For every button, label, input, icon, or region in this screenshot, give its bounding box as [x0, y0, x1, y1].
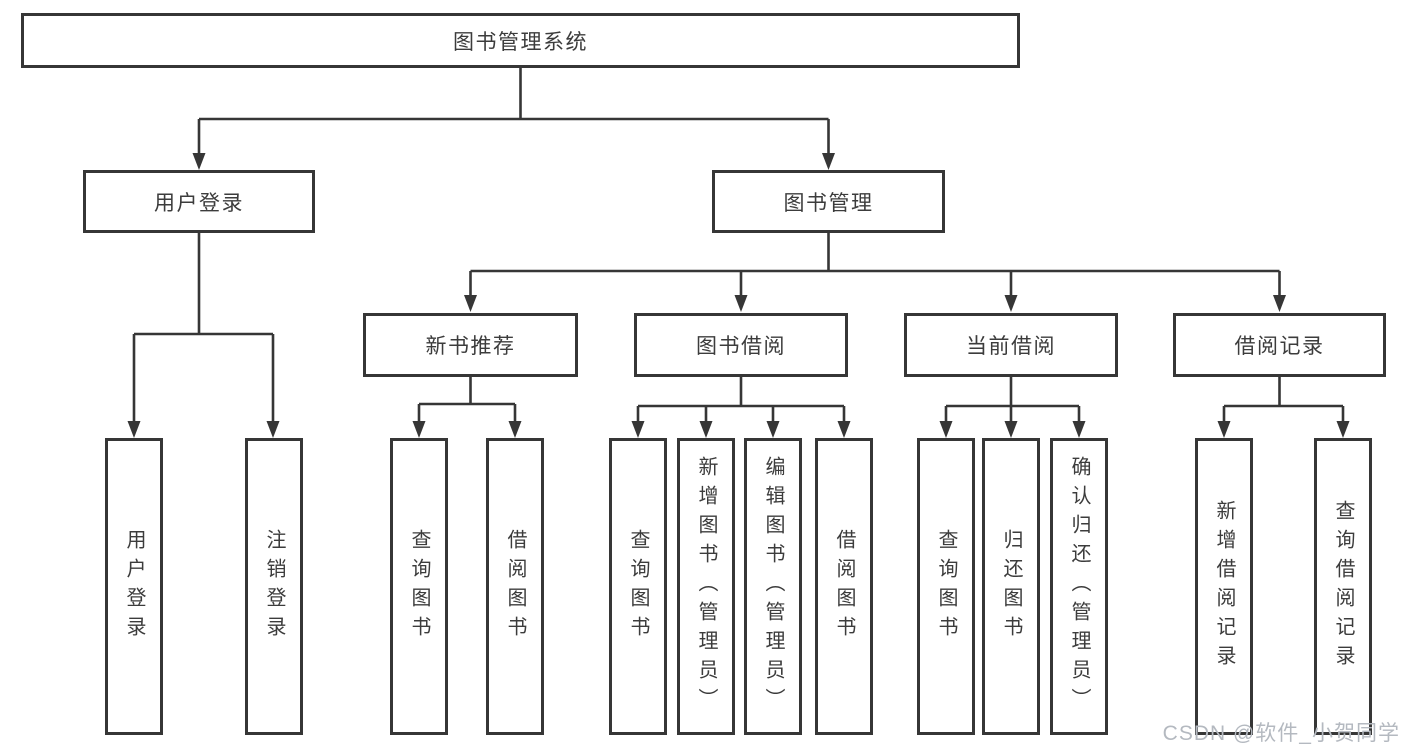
leaf-return-books: 归还图书: [982, 438, 1040, 735]
node-book-management: 图书管理: [712, 170, 945, 233]
leaf-add-books-admin: 新增图书（管理员）: [677, 438, 735, 735]
leaf-query-books-borrow: 查询图书: [609, 438, 667, 735]
leaf-query-books-recommend: 查询图书: [390, 438, 448, 735]
node-library-management-system: 图书管理系统: [21, 13, 1020, 68]
leaf-confirm-return-admin: 确认归还（管理员）: [1050, 438, 1108, 735]
node-library-management-system-label: 图书管理系统: [453, 30, 588, 54]
node-new-book-recommend: 新书推荐: [363, 313, 578, 377]
node-borrow-records-label: 借阅记录: [1234, 335, 1325, 358]
node-book-borrow-label: 图书借阅: [696, 335, 786, 358]
leaf-query-borrow-record: 查询借阅记录: [1314, 438, 1372, 735]
node-user-login: 用户登录: [83, 170, 315, 233]
node-book-borrow: 图书借阅: [634, 313, 848, 377]
node-user-login-label: 用户登录: [154, 191, 244, 215]
leaf-borrow-books-recommend: 借阅图书: [486, 438, 544, 735]
node-new-book-recommend-label: 新书推荐: [425, 335, 516, 358]
node-borrow-records: 借阅记录: [1173, 313, 1386, 377]
leaf-add-borrow-record: 新增借阅记录: [1195, 438, 1253, 735]
watermark: CSDN @软件_小贺同学: [1162, 722, 1400, 745]
node-book-management-label: 图书管理: [783, 191, 874, 215]
leaf-edit-books-admin: 编辑图书（管理员）: [744, 438, 802, 735]
node-current-borrow-label: 当前借阅: [966, 335, 1056, 358]
leaf-query-books-current: 查询图书: [917, 438, 975, 735]
leaf-borrow-books: 借阅图书: [815, 438, 873, 735]
leaf-logout: 注销登录: [245, 438, 303, 735]
leaf-user-login: 用户登录: [105, 438, 163, 735]
node-current-borrow: 当前借阅: [904, 313, 1118, 377]
